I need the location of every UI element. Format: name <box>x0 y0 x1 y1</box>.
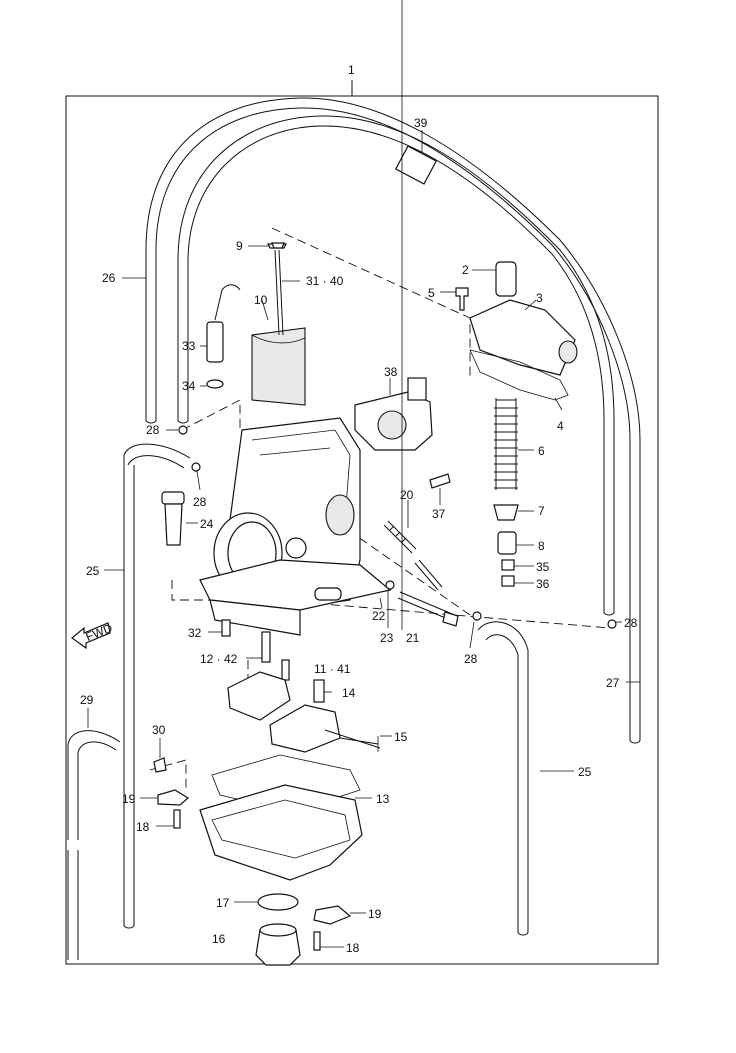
starter-plunger <box>206 284 241 389</box>
carburetor-body <box>199 417 392 636</box>
callout-6: 6 <box>538 444 545 458</box>
callout-12-42: 12 · 42 <box>200 652 238 666</box>
forward-arrow-icon: FWD <box>71 621 115 650</box>
leader-lines <box>87 0 640 948</box>
callout-27: 27 <box>606 676 620 690</box>
callout-21: 21 <box>406 631 420 645</box>
callout-28-a: 28 <box>146 423 160 437</box>
callout-37: 37 <box>432 507 446 521</box>
callout-30: 30 <box>152 723 166 737</box>
drain-hoses <box>123 443 529 936</box>
callout-20: 20 <box>400 488 414 502</box>
jets-and-float <box>221 619 381 753</box>
callout-25-b: 25 <box>578 765 592 779</box>
callout-8: 8 <box>538 539 545 553</box>
callout-18-b: 18 <box>346 941 360 955</box>
callout-7: 7 <box>538 504 545 518</box>
throttle-pulley <box>354 377 433 451</box>
callout-26: 26 <box>102 271 116 285</box>
callout-28-d: 28 <box>464 652 478 666</box>
small-parts <box>153 242 617 773</box>
callout-5: 5 <box>428 286 435 300</box>
callout-33: 33 <box>182 339 196 353</box>
callout-9: 9 <box>236 239 243 253</box>
callout-16: 16 <box>212 932 226 946</box>
callout-3: 3 <box>536 291 543 305</box>
callout-19-b: 19 <box>368 907 382 921</box>
callout-28-b: 28 <box>193 495 207 509</box>
callout-13: 13 <box>376 792 390 806</box>
callout-labels: 1 39 26 9 31 · 40 10 2 5 3 33 34 38 4 28… <box>80 63 638 955</box>
callout-14: 14 <box>342 686 356 700</box>
callout-2: 2 <box>462 263 469 277</box>
callout-11-41: 11 · 41 <box>314 662 351 676</box>
callout-32: 32 <box>188 626 202 640</box>
callout-35: 35 <box>536 560 550 574</box>
callout-15: 15 <box>394 730 408 744</box>
callout-18-a: 18 <box>136 820 150 834</box>
callout-25-a: 25 <box>86 564 100 578</box>
fwd-label: FWD <box>84 621 115 644</box>
callout-19-a: 19 <box>122 792 136 806</box>
callout-28-c: 28 <box>624 616 638 630</box>
callout-36: 36 <box>536 577 550 591</box>
callout-4: 4 <box>557 419 564 433</box>
callout-29: 29 <box>80 693 94 707</box>
throttle-slide <box>251 243 306 406</box>
callout-22: 22 <box>372 609 386 623</box>
callout-34: 34 <box>182 379 196 393</box>
callout-39: 39 <box>414 116 428 130</box>
callout-24: 24 <box>200 517 214 531</box>
callout-1: 1 <box>348 63 355 77</box>
callout-31-40: 31 · 40 <box>306 274 344 288</box>
callout-23: 23 <box>380 631 394 645</box>
vent-hoses <box>145 97 641 744</box>
diagram-frame <box>65 95 659 965</box>
callout-38: 38 <box>384 365 398 379</box>
float-bowl <box>157 754 363 966</box>
top-cap-assembly <box>469 261 578 587</box>
callout-10: 10 <box>254 293 268 307</box>
callout-17: 17 <box>216 896 230 910</box>
overflow-hose <box>67 730 121 960</box>
